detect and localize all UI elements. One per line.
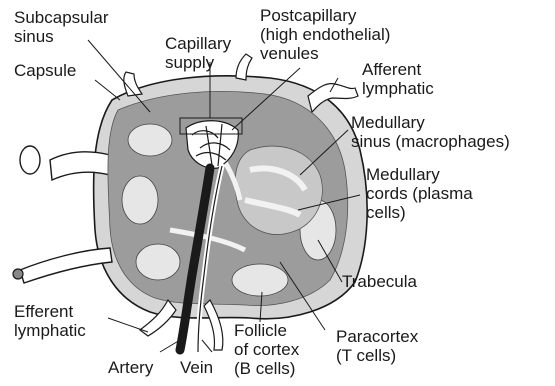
label-trabecula: Trabecula — [342, 272, 417, 291]
lower-left-vessel-shape — [20, 248, 112, 283]
label-medullary-sinus-line-2: sinus (macrophages) — [351, 132, 510, 151]
label-medullary-cords-line-2: cords (plasma — [366, 184, 473, 203]
follicle-shape-4 — [232, 264, 288, 296]
label-follicle: Follicle of cortex (B cells) — [234, 321, 299, 378]
label-artery: Artery — [108, 358, 153, 377]
label-follicle-line-1: Follicle — [234, 321, 299, 340]
label-capillary-supply-line-1: Capillary — [165, 34, 231, 53]
lower-left-vessel-end — [13, 269, 23, 279]
label-capillary-supply: Capillary supply — [165, 34, 231, 72]
label-subcapsular-sinus: Subcapsular sinus — [14, 8, 109, 46]
label-vein: Vein — [180, 358, 213, 377]
label-vein-line-1: Vein — [180, 358, 213, 377]
follicle-shape-1 — [128, 124, 172, 156]
label-medullary-cords-line-3: cells) — [366, 203, 473, 222]
lymphatic-opening-left — [20, 146, 40, 174]
label-subcapsular-sinus-line-1: Subcapsular — [14, 8, 109, 27]
follicle-shape-3 — [136, 244, 180, 280]
label-capsule-line-1: Capsule — [14, 61, 76, 80]
label-afferent-lymphatic-line-1: Afferent — [362, 60, 434, 79]
label-efferent-lymphatic-line-1: Efferent — [14, 302, 86, 321]
label-medullary-cords-line-1: Medullary — [366, 165, 473, 184]
label-postcapillary-venules: Postcapillary (high endothelial) venules — [260, 6, 390, 63]
label-medullary-sinus: Medullary sinus (macrophages) — [351, 113, 510, 151]
label-medullary-sinus-line-1: Medullary — [351, 113, 510, 132]
medulla-region — [235, 146, 322, 234]
label-paracortex-line-2: (T cells) — [336, 346, 418, 365]
label-follicle-line-3: (B cells) — [234, 359, 299, 378]
label-afferent-lymphatic-line-2: lymphatic — [362, 79, 434, 98]
label-trabecula-line-1: Trabecula — [342, 272, 417, 291]
label-subcapsular-sinus-line-2: sinus — [14, 27, 109, 46]
label-postcapillary-venules-line-1: Postcapillary — [260, 6, 390, 25]
label-paracortex-line-1: Paracortex — [336, 327, 418, 346]
label-efferent-lymphatic: Efferent lymphatic — [14, 302, 86, 340]
label-artery-line-1: Artery — [108, 358, 153, 377]
label-medullary-cords: Medullary cords (plasma cells) — [366, 165, 473, 222]
label-efferent-lymphatic-line-2: lymphatic — [14, 321, 86, 340]
follicle-shape-2 — [122, 176, 158, 224]
label-capillary-supply-line-2: supply — [165, 53, 231, 72]
label-postcapillary-venules-line-2: (high endothelial) — [260, 25, 390, 44]
label-afferent-lymphatic: Afferent lymphatic — [362, 60, 434, 98]
label-follicle-line-2: of cortex — [234, 340, 299, 359]
label-capsule: Capsule — [14, 61, 76, 80]
label-paracortex: Paracortex (T cells) — [336, 327, 418, 365]
